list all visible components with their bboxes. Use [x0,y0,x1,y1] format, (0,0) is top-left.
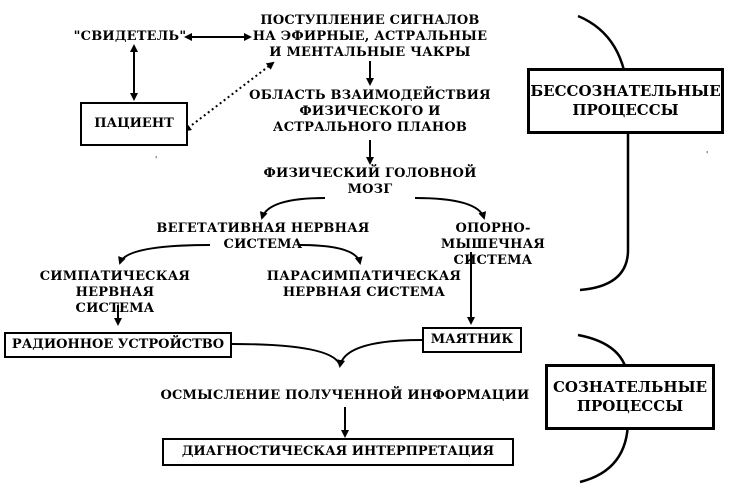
radionic-box: РАДИОННОЕ УСТРОЙСТВО [4,332,232,358]
witness-label: "СВИДЕТЕЛЬ" [73,29,187,44]
parasympathetic-label: ПАРАСИМПАТИЧЕСКАЯ НЕРВНАЯ СИСТЕМА [266,269,462,300]
sympathetic-label: СИМПАТИЧЕСКАЯ НЕРВНАЯ СИСТЕМА [39,269,191,316]
brain-label: ФИЗИЧЕСКИЙ ГОЛОВНОЙ МОЗГ [263,166,477,197]
musculoskeletal-label: ОПОРНО-МЫШЕЧНАЯ СИСТЕМА [440,221,546,268]
unconscious-processes-box: БЕССОЗНАТЕЛЬНЫЕ ПРОЦЕССЫ [527,68,724,134]
vegetative-label: ВЕГЕТАТИВНАЯ НЕРВНАЯ СИСТЕМА [156,221,370,252]
signals-label: ПОСТУПЛЕНИЕ СИГНАЛОВ НА ЭФИРНЫЕ, АСТРАЛЬ… [252,13,488,60]
comprehension-label: ОСМЫСЛЕНИЕ ПОЛУЧЕННОЙ ИНФОРМАЦИИ [160,388,530,403]
arrow-vegetative-sympathetic [118,244,211,265]
line-radionic-merge [231,343,341,367]
arrow-brain-vegetative [259,197,326,220]
bracket-unconscious [577,14,630,292]
line-pendulum-merge [337,339,423,368]
arrow-brain-musculo [414,197,487,220]
arrow-vegetative-parasympathetic [299,244,363,265]
stray-mark: ' [706,150,708,159]
patient-box: ПАЦИЕНТ [80,102,188,146]
interpretation-box: ДИАГНОСТИЧЕСКАЯ ИНТЕРПРЕТАЦИЯ [162,438,514,466]
conscious-processes-box: СОЗНАТЕЛЬНЫЕ ПРОЦЕССЫ [545,364,715,430]
pendulum-box: МАЯТНИК [422,327,522,353]
stray-mark: ' [155,155,157,164]
interaction-label: ОБЛАСТЬ ВЗАИМОДЕЙСТВИЯ ФИЗИЧЕСКОГО И АСТ… [249,88,491,135]
